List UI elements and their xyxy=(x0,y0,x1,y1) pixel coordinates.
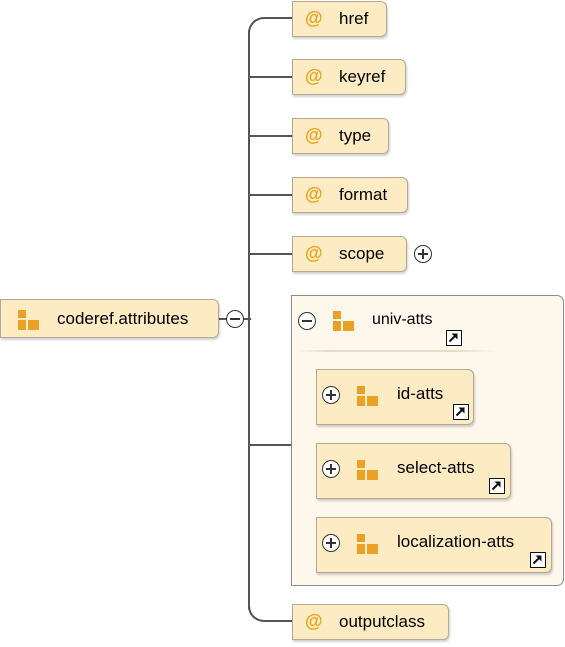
root-label: coderef.attributes xyxy=(57,308,189,328)
select-atts-reference-arrow-icon[interactable] xyxy=(489,478,505,494)
connector-branch-format xyxy=(250,194,293,196)
univ-atts-collapse-toggle[interactable] xyxy=(298,312,316,330)
connector-branch-scope xyxy=(250,253,293,255)
localization-atts-reference-arrow-icon[interactable] xyxy=(530,552,546,568)
attribute-label: scope xyxy=(339,244,385,263)
id-atts-label: id-atts xyxy=(397,384,444,403)
connector-bottom-curve xyxy=(248,594,294,622)
child-node-localization-atts[interactable]: localization-atts xyxy=(316,517,552,573)
attribute-label: keyref xyxy=(339,67,386,86)
attribute-group-icon xyxy=(357,534,378,554)
id-atts-reference-arrow-icon[interactable] xyxy=(453,404,469,420)
child-node-id-atts[interactable]: id-atts xyxy=(316,369,474,425)
localization-atts-label: localization-atts xyxy=(397,532,515,551)
attribute-label: href xyxy=(339,9,369,28)
connector-top-curve xyxy=(248,17,294,45)
child-node-select-atts[interactable]: select-atts xyxy=(316,443,511,499)
univ-atts-reference-arrow-icon[interactable] xyxy=(446,330,462,346)
root-collapse-toggle[interactable] xyxy=(226,310,244,328)
connector-toggle-to-trunk xyxy=(243,318,251,320)
attribute-icon: @ xyxy=(305,8,323,29)
attribute-label: type xyxy=(339,126,372,145)
scope-expand-toggle[interactable] xyxy=(414,245,432,263)
select-atts-expand-toggle[interactable] xyxy=(322,460,340,478)
univ-atts-label: univ-atts xyxy=(372,311,433,328)
attribute-group-icon xyxy=(357,386,378,406)
connector-trunk xyxy=(248,30,250,610)
attribute-icon: @ xyxy=(305,66,323,87)
attribute-node-type[interactable]: @ type xyxy=(292,118,389,154)
univ-atts-group-frame: univ-atts id-atts se xyxy=(291,295,564,586)
id-atts-expand-toggle[interactable] xyxy=(322,386,340,404)
attribute-label: outputclass xyxy=(339,612,425,631)
connector-branch-keyref xyxy=(250,76,293,78)
localization-atts-expand-toggle[interactable] xyxy=(322,534,340,552)
attribute-icon: @ xyxy=(305,184,323,205)
attribute-node-keyref[interactable]: @ keyref xyxy=(292,59,406,95)
univ-atts-separator xyxy=(297,350,497,352)
attribute-group-icon xyxy=(333,311,354,331)
connector-branch-type xyxy=(250,135,293,137)
attribute-node-href[interactable]: @ href xyxy=(292,1,387,37)
attribute-group-icon xyxy=(18,310,39,330)
attribute-icon: @ xyxy=(305,125,323,146)
attribute-label: format xyxy=(339,185,388,204)
attribute-group-icon xyxy=(357,460,378,480)
connector-root-stub xyxy=(218,318,228,320)
attribute-icon: @ xyxy=(305,243,323,264)
root-node[interactable]: coderef.attributes xyxy=(0,299,219,338)
connector-branch-univ-atts xyxy=(250,444,293,446)
select-atts-label: select-atts xyxy=(397,458,475,477)
attribute-node-outputclass[interactable]: @ outputclass xyxy=(292,604,449,640)
attribute-node-format[interactable]: @ format xyxy=(292,177,408,213)
attribute-icon: @ xyxy=(305,611,323,632)
attribute-node-scope[interactable]: @ scope xyxy=(292,236,407,272)
